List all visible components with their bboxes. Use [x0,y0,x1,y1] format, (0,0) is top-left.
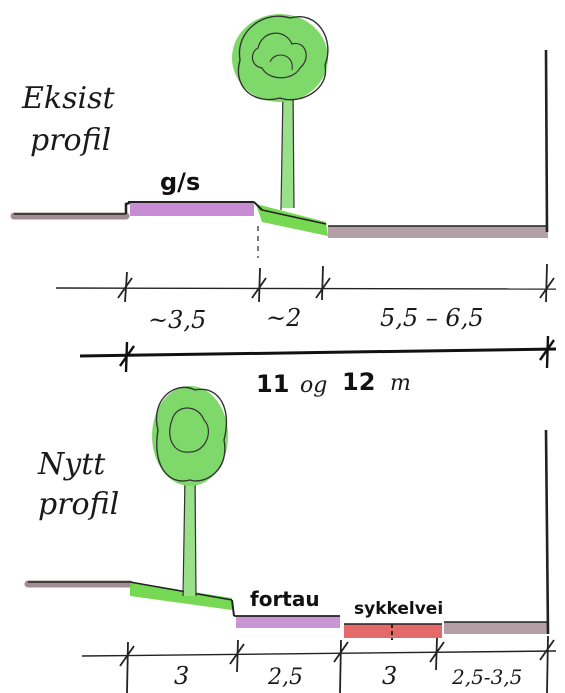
gs-path [130,202,254,216]
tree-crown [232,14,328,102]
dim-road-new: 2,5-3,5 [451,665,522,689]
dim-sykkelvei: 3 [382,662,397,690]
total-b: 12 [342,368,375,396]
verge-edge-top [253,201,263,211]
dimension-ticks [117,263,555,303]
tree-icon [152,386,228,597]
grass-verge [256,204,328,236]
sykkelvei-label: sykkelvei [354,599,443,619]
new-dimension-ticks [119,635,555,693]
new-verge-edge [129,581,233,601]
total-og: og [300,373,327,398]
road [328,226,548,238]
verge-edge [261,209,327,225]
dim-gs: ~3,5 [148,306,206,334]
gs-label: g/s [160,168,200,196]
dimension-line [55,287,557,290]
total-dimension-line [79,347,557,358]
total-label: 11 og 12 m [256,368,411,398]
new-tree-trunk [184,478,196,596]
dim-verge-new: 3 [174,662,189,690]
new-road [444,622,548,634]
fortau-strip [236,616,340,628]
new-curb [231,599,235,617]
total-ticks [119,335,555,373]
new-grass-verge [130,582,232,610]
existing-label-line2: profil [30,123,111,158]
new-label-line1: Nytt [37,447,106,482]
tree-icon [232,14,329,211]
tree-trunk [282,90,294,208]
dim-road: 5,5 – 6,5 [380,304,484,332]
building-wall [544,49,549,233]
new-profile: Nytt profil fortau sykkelvei [24,386,557,693]
new-building-wall [544,429,550,635]
dim-fortau: 2,5 [267,665,303,690]
total-unit: m [390,371,411,396]
new-tree-crown [152,386,228,486]
dim-verge: ~2 [266,304,301,332]
new-dimension-line [81,650,557,657]
total-a: 11 [256,370,289,398]
existing-profile: Eksist profil g/s [10,14,557,398]
new-label-line2: profil [38,487,119,522]
existing-label-line1: Eksist [21,81,115,116]
fortau-label: fortau [250,587,320,611]
